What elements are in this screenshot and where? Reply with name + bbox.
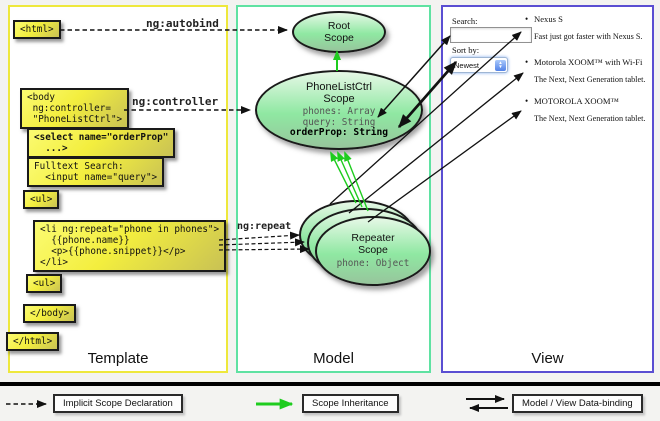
prop-orderprop: orderProp: String (289, 127, 389, 139)
model-panel (236, 5, 431, 373)
product-item-xoom: • MOTOROLA XOOM™ The Next, Next Generatio… (525, 96, 657, 123)
ng-autobind-label: ng:autobind (146, 17, 219, 30)
sort-by-label: Sort by: (452, 45, 480, 55)
repeater-scope-title: Repeater Scope (351, 232, 395, 257)
code-html-open: <html> (13, 20, 61, 39)
template-panel-title: Template (87, 350, 149, 367)
bullet-icon: • (525, 14, 529, 24)
code-body-open: <body ng:controller= "PhoneListCtrl"> (20, 88, 130, 129)
code-fulltext-search: Fulltext Search: <input name="query"> (27, 157, 165, 187)
code-ul-close: <ul> (26, 274, 63, 293)
product-title: Nexus S (534, 14, 563, 24)
code-li-repeat: <li ng:repeat="phone in phones"> {{phone… (33, 220, 227, 272)
phonelistctrl-scope-title: PhoneListCtrl Scope (305, 81, 373, 106)
search-input[interactable] (450, 27, 532, 43)
sort-dropdown[interactable]: Newest ▲ ▼ (450, 57, 508, 73)
code-html-close: </html> (6, 332, 60, 351)
product-title: MOTOROLA XOOM™ (534, 96, 619, 106)
phonelistctrl-scope-ellipse: PhoneListCtrl Scope phones: Array query:… (255, 70, 423, 150)
product-desc: The Next, Next Generation tablet. (534, 75, 646, 84)
ng-controller-label: ng:controller (132, 95, 219, 108)
code-ul-open: <ul> (23, 190, 60, 209)
bullet-icon: • (525, 96, 529, 106)
prop-phone: phone: Object (336, 258, 410, 270)
root-scope-ellipse: Root Scope (292, 11, 386, 53)
legend-scope-inheritance-label: Scope Inheritance (302, 394, 399, 413)
product-desc: The Next, Next Generation tablet. (534, 114, 646, 123)
ng-repeat-label: ng:repeat (237, 221, 292, 232)
search-label: Search: (452, 16, 478, 26)
product-item-xoom-wifi: • Motorola XOOM™ with Wi-Fi The Next, Nex… (525, 57, 657, 84)
product-item-nexus: • Nexus S Fast just got faster with Nexus… (525, 14, 657, 41)
legend-data-binding-label: Model / View Data-binding (512, 394, 643, 413)
bullet-icon: • (525, 57, 529, 67)
root-scope-title: Root Scope (324, 20, 354, 44)
model-panel-title: Model (313, 350, 354, 367)
stepper-down-icon: ▼ (498, 64, 503, 69)
view-panel-title: View (531, 350, 564, 367)
product-title: Motorola XOOM™ with Wi-Fi (534, 57, 643, 67)
product-desc: Fast just got faster with Nexus S. (534, 32, 643, 41)
sort-dropdown-value: Newest (454, 60, 480, 70)
dropdown-stepper-icon: ▲ ▼ (495, 59, 506, 71)
code-select: <select name="orderProp" ...> (27, 128, 176, 158)
code-body-close: </body> (23, 304, 77, 323)
repeater-scope-ellipse-front: Repeater Scope phone: Object (315, 216, 431, 286)
legend-implicit-scope-label: Implicit Scope Declaration (53, 394, 183, 413)
legend-divider (0, 382, 660, 386)
